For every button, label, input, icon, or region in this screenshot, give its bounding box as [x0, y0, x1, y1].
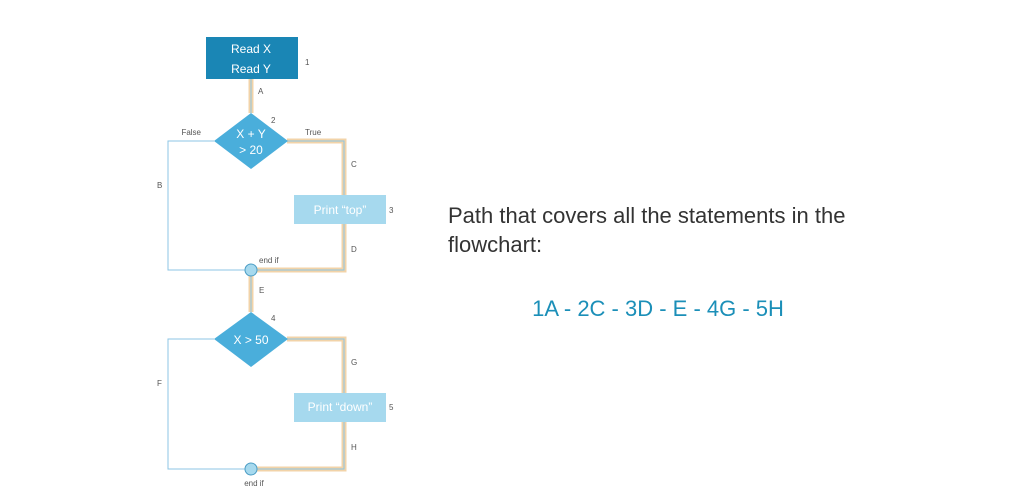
decision-diamond-1 — [214, 113, 288, 169]
node-number-3: 3 — [389, 206, 394, 215]
read-line1: Read X — [231, 42, 271, 56]
edge-d-core — [257, 224, 345, 271]
edge-b — [167, 140, 245, 271]
edge-label-g: G — [351, 358, 357, 367]
print-top-label: Print “top” — [314, 203, 367, 217]
edge-h-core — [257, 422, 345, 470]
coverage-path: 1A - 2C - 3D - E - 4G - 5H — [532, 296, 784, 321]
cond1-line2: > 20 — [239, 143, 263, 157]
edge-label-e: E — [259, 286, 264, 295]
print-down-label: Print “down” — [308, 400, 373, 414]
edge-c — [287, 138, 347, 195]
false-label: False — [181, 128, 201, 137]
edge-f — [167, 338, 245, 470]
cond2-label: X > 50 — [233, 333, 268, 347]
read-box — [206, 37, 298, 79]
cond1-line1: X + Y — [236, 127, 265, 141]
edge-h — [257, 422, 347, 472]
coverage-heading: Path that covers all the statements in t… — [448, 203, 846, 257]
endif-label-1: end if — [259, 256, 279, 265]
endif-circle-1 — [244, 263, 258, 277]
decision-diamond-2 — [214, 312, 288, 367]
edge-label-f: F — [157, 379, 162, 388]
node-number-5: 5 — [389, 403, 394, 412]
endif-circle-2 — [244, 462, 258, 476]
endif-label-2: end if — [244, 479, 264, 488]
edge-c-core — [287, 140, 345, 195]
node-number-4: 4 — [271, 314, 276, 323]
read-line2: Read Y — [231, 62, 271, 76]
node-number-1: 1 — [305, 58, 310, 67]
edge-label-h: H — [351, 443, 357, 452]
true-label: True — [305, 128, 322, 137]
edge-label-a: A — [258, 87, 264, 96]
print-down-box — [294, 393, 386, 422]
edge-label-d: D — [351, 245, 357, 254]
print-top-box — [294, 195, 386, 224]
thin-lines — [167, 79, 345, 470]
edge-label-c: C — [351, 160, 357, 169]
edge-g — [287, 336, 347, 393]
node-number-2: 2 — [271, 116, 276, 125]
edge-g-core — [287, 338, 345, 393]
edge-label-b: B — [157, 181, 162, 190]
